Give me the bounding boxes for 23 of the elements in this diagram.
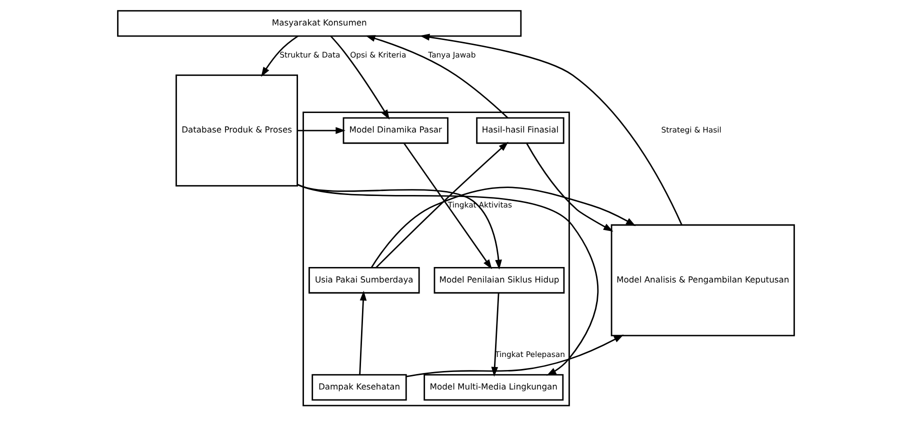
arrow bbox=[403, 142, 492, 270]
node-box: Model Dinamika Pasar bbox=[342, 117, 448, 144]
arrow bbox=[364, 35, 508, 118]
node-box: Masyarakat Konsumen bbox=[116, 10, 522, 37]
node-box: Model Penilaian Siklus Hidup bbox=[433, 267, 564, 294]
arrow bbox=[297, 127, 345, 134]
arrow bbox=[358, 290, 366, 375]
arrow bbox=[419, 34, 682, 226]
arrow bbox=[330, 36, 390, 120]
arrow bbox=[526, 143, 613, 232]
arrow bbox=[370, 186, 636, 268]
cluster bbox=[302, 112, 570, 406]
node-box: Hasil-hasil Finasial bbox=[476, 117, 564, 144]
arrow bbox=[375, 142, 508, 268]
node-box: Usia Pakai Sumberdaya bbox=[308, 267, 420, 294]
arrow bbox=[490, 292, 499, 377]
arrow bbox=[296, 184, 598, 376]
node-box: Dampak Kesehatan bbox=[311, 374, 406, 401]
arrow bbox=[260, 35, 298, 77]
node-box: Model Multi-Media Lingkungan bbox=[423, 374, 564, 401]
node-box: Database Produk & Proses bbox=[175, 74, 298, 186]
arrow bbox=[406, 334, 624, 378]
node-box: Model Analisis & Pengambilan Keputusan bbox=[610, 224, 794, 336]
